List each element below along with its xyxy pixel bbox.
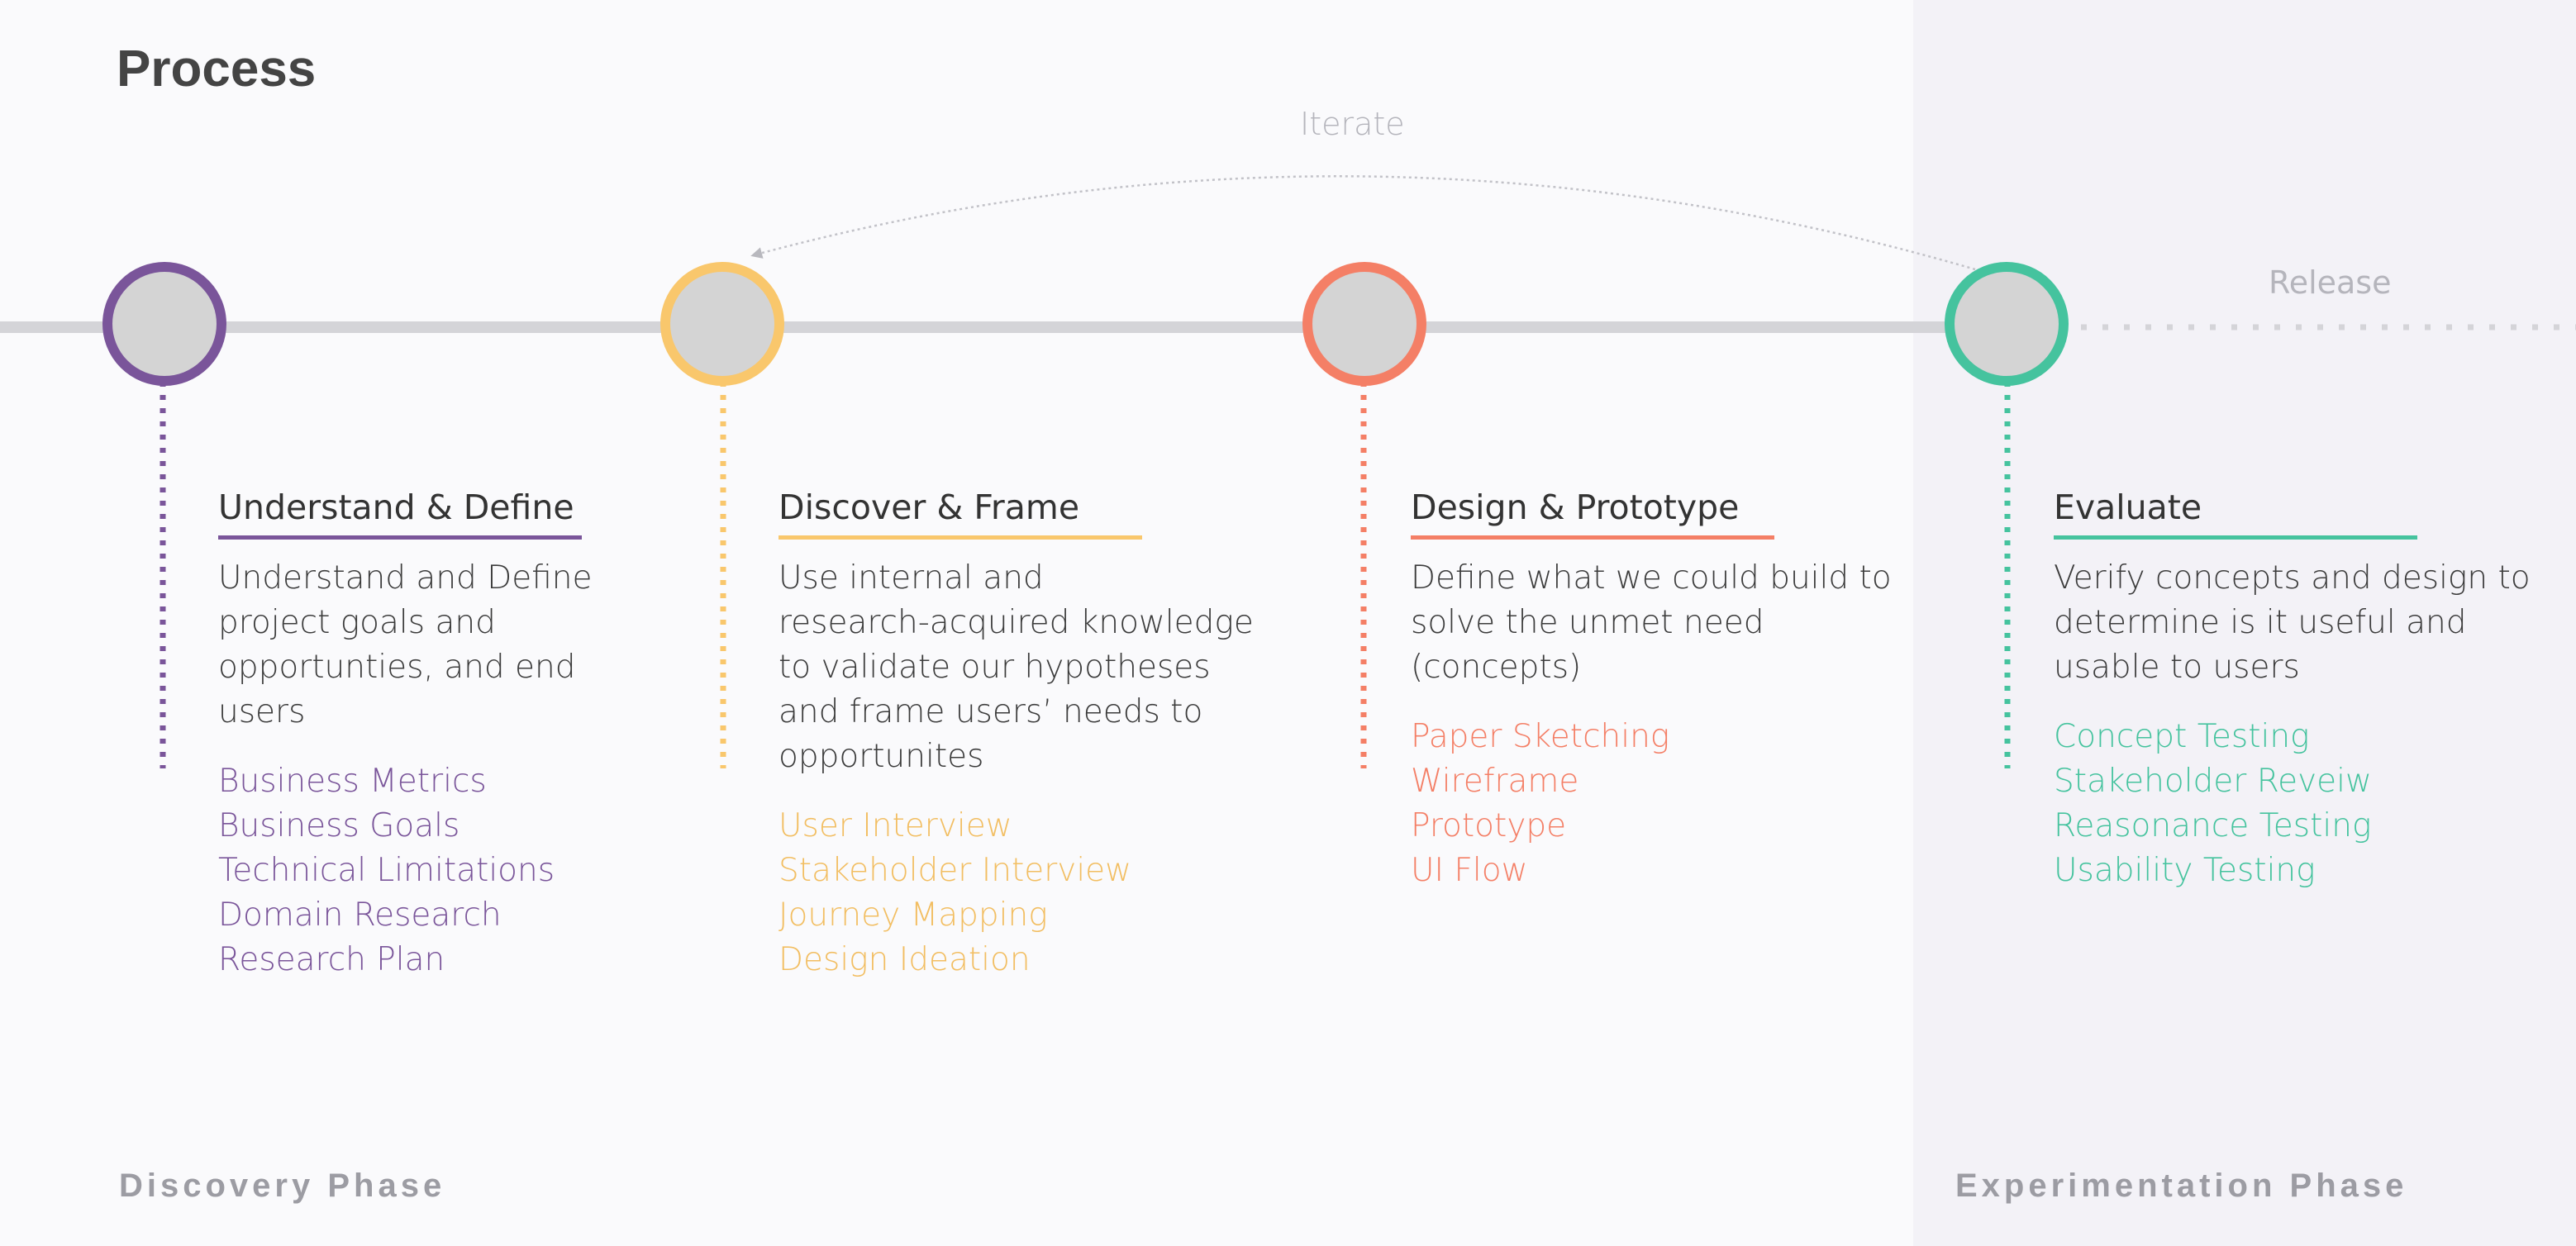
step-design-prototype: Design & Prototype Define what we could … xyxy=(1411,487,1892,893)
description-line: Understand and Define xyxy=(218,559,593,597)
step-items: Concept Testing Stakeholder Reveiw Reaso… xyxy=(2054,715,2531,893)
step-understand-define: Understand & Define Understand and Defin… xyxy=(218,487,593,982)
node-evaluate xyxy=(1945,262,2069,386)
list-item: Business Metrics xyxy=(218,763,487,800)
step-title: Discover & Frame xyxy=(779,487,1142,540)
description-line: solve the unmet need xyxy=(1411,604,1764,641)
description-line: opportunties, and end xyxy=(218,649,576,686)
experimentation-phase-panel xyxy=(1913,0,2576,1246)
description-line: Define what we could build to xyxy=(1411,559,1892,597)
step-description: Verify concepts and design to determine … xyxy=(2054,556,2531,690)
list-item: Research Plan xyxy=(218,941,445,978)
list-item: Prototype xyxy=(1411,807,1567,844)
experimentation-phase-label: Experimentation Phase xyxy=(1955,1168,2408,1204)
list-item: Domain Research xyxy=(218,896,502,934)
description-line: Use internal and xyxy=(779,559,1044,597)
release-label: Release xyxy=(2269,264,2392,301)
description-line: (concepts) xyxy=(1411,649,1582,686)
description-line: determine is it useful and xyxy=(2054,604,2467,641)
list-item: Concept Testing xyxy=(2054,718,2310,755)
page-title: Process xyxy=(117,40,317,97)
list-item: UI Flow xyxy=(1411,852,1528,889)
list-item: Reasonance Testing xyxy=(2054,807,2372,844)
list-item: Journey Mapping xyxy=(779,896,1048,934)
description-line: Verify concepts and design to xyxy=(2054,559,2531,597)
description-line: usable to users xyxy=(2054,649,2300,686)
list-item: Stakeholder Reveiw xyxy=(2054,763,2372,800)
step-items: User Interview Stakeholder Interview Jou… xyxy=(779,804,1254,982)
list-item: Usability Testing xyxy=(2054,852,2316,889)
step-title: Evaluate xyxy=(2054,487,2417,540)
list-item: Design Ideation xyxy=(779,941,1031,978)
step-description: Understand and Define project goals and … xyxy=(218,556,593,735)
description-line: users xyxy=(218,693,306,730)
list-item: Paper Sketching xyxy=(1411,718,1670,755)
iterate-label: Iterate xyxy=(1300,106,1405,142)
description-line: and frame users’ needs to xyxy=(779,693,1203,730)
list-item: Technical Limitations xyxy=(218,852,555,889)
discovery-phase-label: Discovery Phase xyxy=(119,1168,446,1204)
step-evaluate: Evaluate Verify concepts and design to d… xyxy=(2054,487,2531,893)
step-items: Paper Sketching Wireframe Prototype UI F… xyxy=(1411,715,1892,893)
description-line: research-acquired knowledge xyxy=(779,604,1254,641)
step-description: Define what we could build to solve the … xyxy=(1411,556,1892,690)
list-item: Business Goals xyxy=(218,807,460,844)
list-item: User Interview xyxy=(779,807,1012,844)
list-item: Wireframe xyxy=(1411,763,1579,800)
description-line: project goals and xyxy=(218,604,496,641)
step-discover-frame: Discover & Frame Use internal and resear… xyxy=(779,487,1254,982)
list-item: Stakeholder Interview xyxy=(779,852,1132,889)
iterate-arc xyxy=(750,175,1976,271)
step-title: Design & Prototype xyxy=(1411,487,1774,540)
step-description: Use internal and research-acquired knowl… xyxy=(779,556,1254,779)
node-discover-frame xyxy=(660,262,784,386)
node-understand-define xyxy=(102,262,226,386)
description-line: to validate our hypotheses xyxy=(779,649,1211,686)
step-title: Understand & Define xyxy=(218,487,582,540)
node-design-prototype xyxy=(1302,262,1426,386)
step-items: Business Metrics Business Goals Technica… xyxy=(218,759,593,982)
description-line: opportunites xyxy=(779,738,984,775)
